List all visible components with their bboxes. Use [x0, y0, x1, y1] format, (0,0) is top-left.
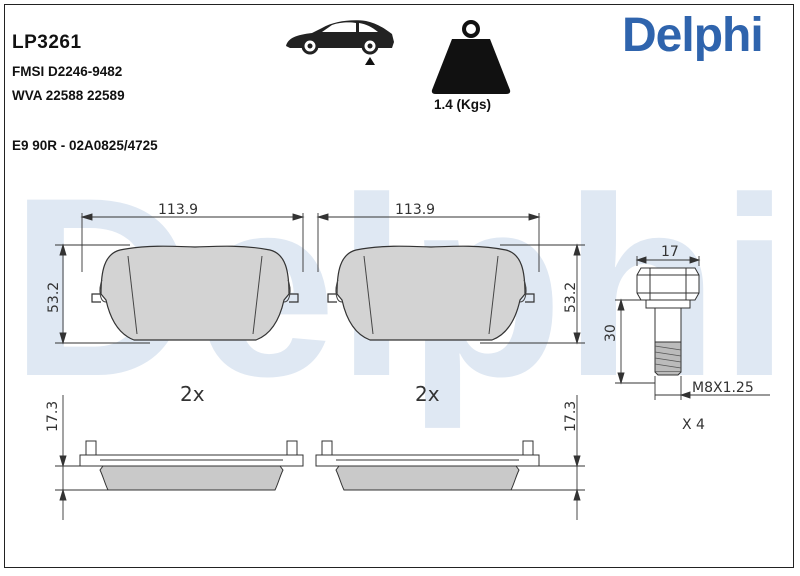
- brand-logo: Delphi: [622, 9, 764, 62]
- width-label-left: 113.9: [158, 202, 198, 218]
- dimension-thickness-left: [55, 395, 108, 520]
- weight-value: 1.4 (Kgs): [434, 97, 492, 112]
- qty-label-left: 2x: [180, 382, 205, 406]
- ece-approval: E9 90R - 02A0825/4725: [12, 138, 158, 153]
- brake-pad-right: [327, 245, 535, 341]
- brake-pad-left: [91, 245, 299, 341]
- thickness-label-right: 17.3: [563, 401, 579, 432]
- thickness-label-left: 17.3: [45, 401, 61, 432]
- height-label-right: 53.2: [563, 282, 579, 313]
- dimension-width-left: [80, 213, 305, 272]
- fmsi-code: FMSI D2246-9482: [12, 64, 123, 79]
- weight-icon: [431, 20, 511, 94]
- pad-side-view-right: [315, 440, 540, 491]
- bolt-length-label: 30: [603, 324, 619, 342]
- bolt-head-label: 17: [661, 244, 679, 260]
- dimension-height-right: [480, 243, 585, 345]
- dimension-thickness-right: [511, 395, 585, 520]
- pad-side-view-left: [79, 440, 304, 491]
- part-number: LP3261: [12, 32, 82, 53]
- qty-label-right: 2x: [415, 382, 440, 406]
- wva-codes: WVA 22588 22589: [12, 88, 125, 103]
- sheet-border: [4, 4, 794, 568]
- width-label-right: 113.9: [395, 202, 435, 218]
- dimension-height-left: [55, 243, 150, 345]
- bolt-qty-label: X 4: [682, 417, 705, 433]
- guide-bolt: [636, 267, 700, 376]
- bolt-thread-label: M8X1.25: [692, 380, 754, 396]
- dimension-width-right: [316, 213, 541, 272]
- car-rear-axle-icon: [286, 20, 394, 65]
- height-label-left: 53.2: [46, 282, 62, 313]
- bolt-dimensions: [615, 256, 770, 400]
